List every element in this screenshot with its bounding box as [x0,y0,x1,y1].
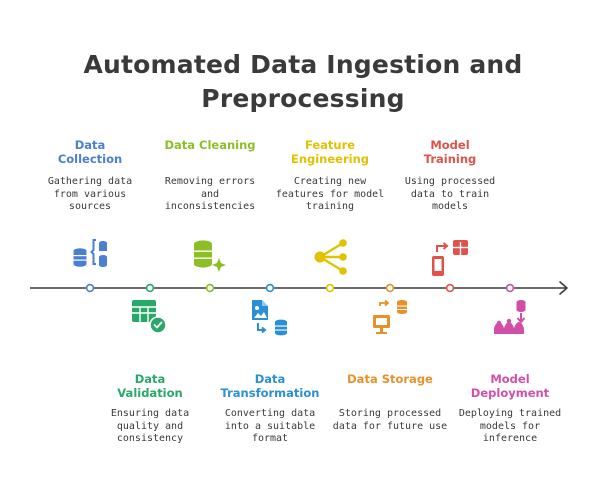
page-title: Automated Data Ingestion and Preprocessi… [0,48,606,116]
file-transform-icon [252,300,287,336]
step-desc-storage: Storing processed data for future use [332,408,448,432]
step-desc-transformation: Converting data into a suitable format [224,408,316,444]
step-desc-collection: Gathering data from various sources [47,176,133,212]
step-desc-cleaning: Removing errors and inconsistencies [164,176,256,212]
step-desc-validation: Ensuring data quality and consistency [110,408,190,444]
step-desc-feature-engineering: Creating new features for model training [275,176,385,212]
deployment-icon [494,300,526,334]
timeline-node-validation [145,283,155,293]
step-desc-training: Using processed data to train models [404,176,496,212]
timeline-node-collection [85,283,95,293]
branch-nodes-icon [314,239,347,275]
step-title-training: Model Training [423,138,477,166]
timeline-node-training [445,283,455,293]
timeline-node-feature-engineering [325,283,335,293]
timeline-node-storage [385,283,395,293]
step-title-feature-engineering: Feature Engineering [290,138,370,166]
step-title-validation: Data Validation [117,372,183,400]
title-line-2: Preprocessing [201,84,405,113]
monitor-database-icon [373,299,407,334]
timeline-node-deployment [505,283,515,293]
table-check-icon [132,300,167,334]
timeline-node-transformation [265,283,275,293]
step-title-cleaning: Data Cleaning [164,138,256,152]
step-title-transformation: Data Transformation [220,372,320,400]
timeline-node-cleaning [205,283,215,293]
step-title-collection: Data Collection [57,138,123,166]
phone-grid-icon [432,240,468,276]
title-line-1: Automated Data Ingestion and [83,50,523,79]
database-sparkle-icon [194,240,226,272]
step-title-deployment: Model Deployment [470,372,550,400]
database-collection-icon [73,239,107,267]
step-desc-deployment: Deploying trained models for inference [458,408,562,444]
step-title-storage: Data Storage [347,372,433,386]
timeline-arrowhead [559,281,568,295]
